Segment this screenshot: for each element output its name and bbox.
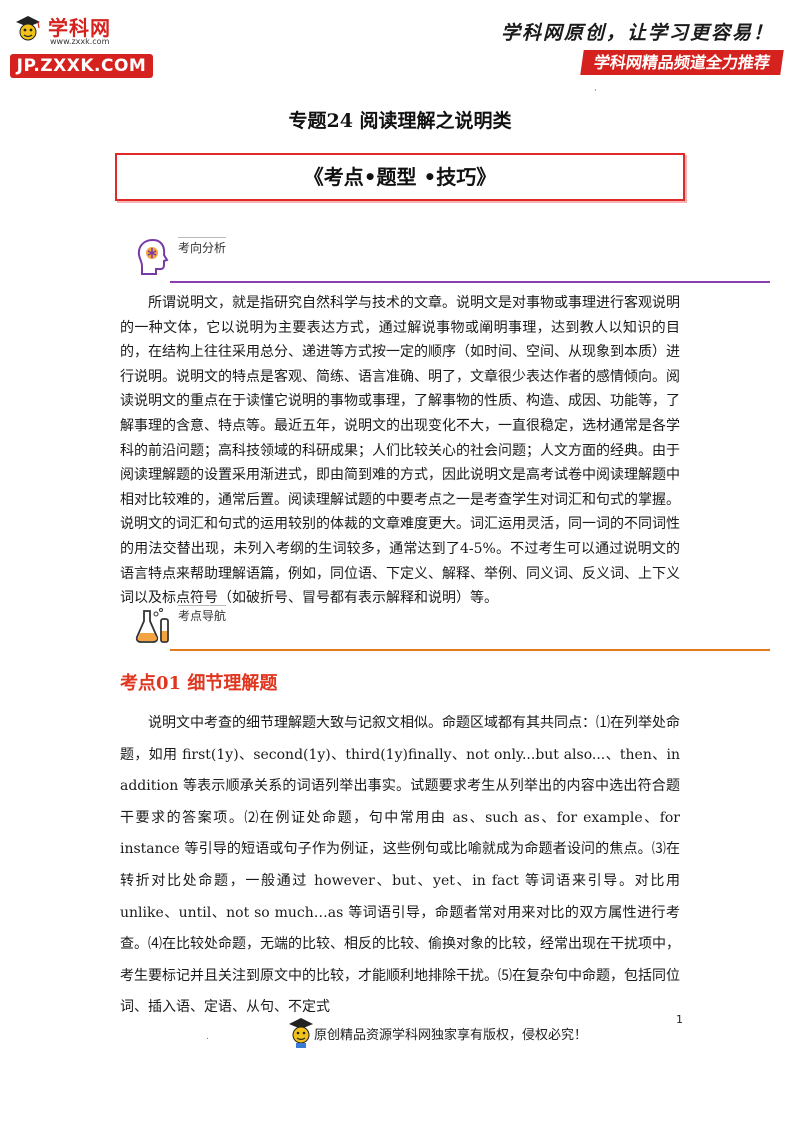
promo-banner[interactable]: 学科网精品频道全力推荐 [580,50,784,75]
kaodian-title: 考点01 细节理解题 [120,673,278,694]
logo-url: www.zxxk.com [50,37,110,46]
page-title: 专题24 阅读理解之说明类 [288,110,512,132]
decorative-dot: . [206,1032,209,1042]
boxed-subtitle: 《考点•题型 •技巧》 [303,165,497,189]
page-number: 1 [676,1013,683,1026]
section-divider-orange [170,649,770,651]
boxed-subtitle-frame: 《考点•题型 •技巧》 [115,153,685,201]
site-logo[interactable]: 学科网 www.zxxk.com JP.ZXXK.COM [10,10,155,80]
section-label-analysis: 考向分析 [178,237,227,256]
logo-text: 学科网 [48,16,111,40]
section-label-navigation: 考点导航 [178,605,227,624]
brain-head-icon [137,238,169,275]
decorative-dot: · [594,86,597,96]
footer-copyright: 原创精品资源学科网独家享有版权，侵权必究！ [314,1028,588,1043]
mascot-icon [289,1018,313,1048]
kaodian-paragraph: 说明文中考查的细节理解题大致与记叙文相似。命题区域都有其共同点：⑴在列举处命题，… [120,715,680,1016]
mascot-icon [16,16,40,41]
section-header-analysis: 考向分析 [120,233,770,283]
slogan: 学科网原创，让学习更容易！ [500,22,774,44]
logo-band: JP.ZXXK.COM [10,54,153,78]
section-divider-purple [170,281,770,283]
analysis-paragraph: 所谓说明文，就是指研究自然科学与技术的文章。说明文是对事物或事理进行客观说明的一… [120,295,680,607]
logo-top: 学科网 www.zxxk.com [10,10,155,50]
flask-icon [135,608,169,643]
section-header-navigation: 考点导航 [120,601,770,651]
